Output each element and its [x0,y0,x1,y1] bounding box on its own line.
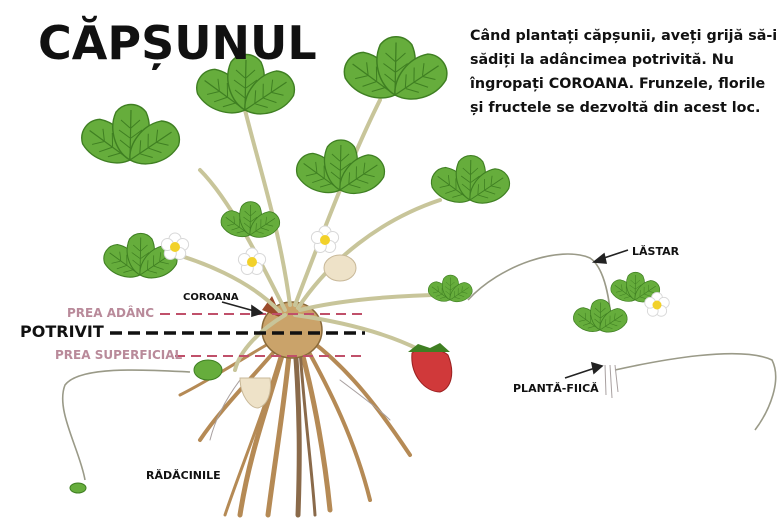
runners-group [61,253,777,481]
planting-note: Când plantați căpșunii, aveți grijă să-i… [470,28,778,116]
runner-tip-leaf [69,482,87,494]
arrows-group [221,249,629,379]
correct-depth-label: POTRIVIT [20,322,104,341]
roots-group [178,338,412,518]
daughter-plant [570,272,670,399]
ripe-strawberry [411,348,453,393]
leaves-group [75,37,515,381]
page-title: CĂPȘUNUL [38,16,317,70]
too-deep-label: PREA ADÂNC [67,306,155,320]
roots-label: RĂDĂCINILE [146,469,221,482]
too-shallow-label: PREA SUPERFICIAL [55,348,183,362]
unripe-berry [239,377,271,409]
runner-label: LĂSTAR [632,245,680,258]
unripe-berry [323,254,357,282]
crown-label: COROANA [183,292,239,303]
daughter-plant-label: PLANTĂ-FIICĂ [513,382,599,395]
